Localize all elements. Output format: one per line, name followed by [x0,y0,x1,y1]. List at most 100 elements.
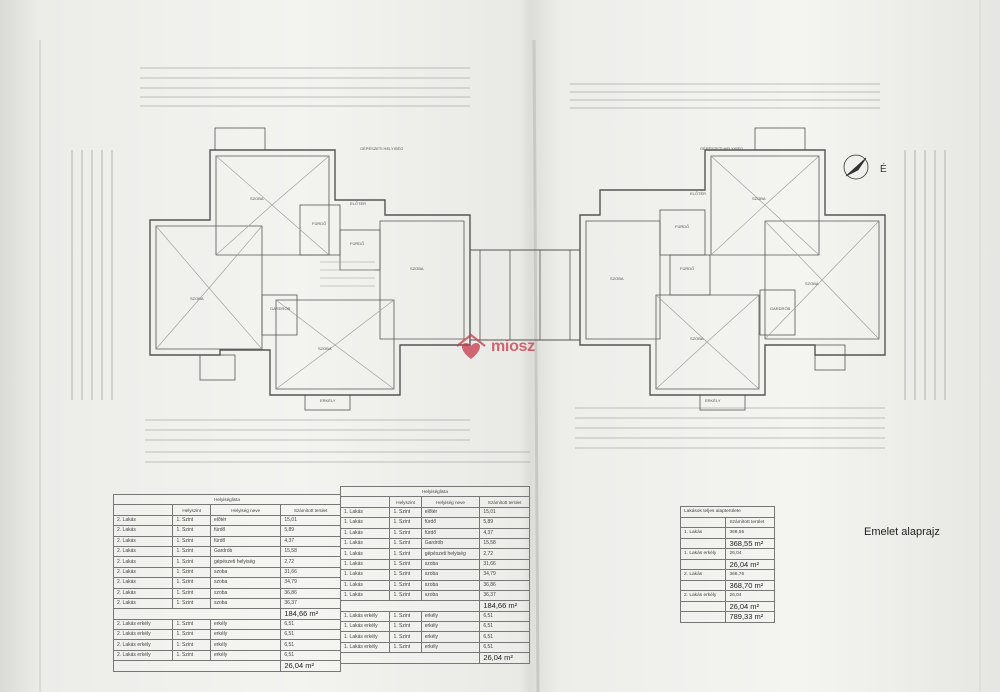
room-label: GARDRÓB [770,306,791,311]
table-cell [339,600,481,612]
table-cell [679,600,727,612]
table-cell: erkély [420,621,481,633]
table-cell: 1. Szint [172,566,211,579]
right-unit-roof-lines [655,155,880,390]
summary-row: 368,70 m² [679,579,775,591]
table-cell: 1. Szint [389,558,422,571]
table-cell: fürdő [209,525,282,537]
table-cell: 1. Lakás erkély [339,610,391,623]
table-cell: 368,55 m² [725,537,775,549]
table-cell: gépészeti helyiség [209,556,282,568]
table-cell: 2. Lakás erkély [112,618,174,631]
table-cell: 15,58 [280,545,341,558]
table-cell: 4,37 [479,527,530,539]
table-cell: 5,89 [479,517,530,529]
table-cell: erkély [209,618,282,631]
table-cell: 26,04 m² [479,652,530,664]
table-cell: 1. Lakás erkély [679,548,727,560]
table-cell: 36,37 [479,589,530,602]
table-cell: 1. Lakás [339,579,391,591]
table-cell: 26,04 m² [725,600,775,612]
table-cell: 1. Lakás erkély [339,641,391,654]
table-cell: 15,01 [280,514,341,527]
table-cell: szoba [420,558,481,571]
table-cell: 2. Lakás [679,569,727,581]
table-cell: 34,79 [280,577,341,589]
table-cell [112,660,282,672]
table-cell: fürdő [420,517,481,529]
table-cell: 2. Lakás [112,577,174,589]
table-cell: 6,51 [280,639,341,651]
table-cell: 5,89 [280,525,341,537]
table-cell: 1. Szint [389,621,422,633]
table-cell: előtér [209,514,282,527]
subtotal-row: 184,66 m² [112,608,341,620]
table-cell: szoba [209,587,282,599]
room-label: ERKÉLY [320,398,336,403]
table-cell: 1. Szint [172,514,211,527]
table-cell: 34,79 [479,569,530,581]
table-cell: Helyszint [389,496,422,508]
table-cell: 1. Lakás [339,527,391,539]
summary-row: 368,55 m² [679,537,775,549]
table-cell: 1. Lakás [339,548,391,560]
table-cell: Helyszint [172,504,211,516]
dimension-lines-bottom [145,407,885,463]
balcony-total-row: 26,04 m² [112,660,341,672]
table-cell: 1. Szint [172,525,211,537]
table-cell: 2. Lakás [112,587,174,599]
connecting-walls [470,249,580,341]
table-cell: 4,37 [280,535,341,547]
room-label: SZOBA [610,276,624,281]
table-cell: 1. Lakás [339,589,391,602]
table-cell: 1. Szint [172,587,211,599]
balcony-total-row: 26,04 m² [339,652,530,664]
dimension-lines-sides [71,150,946,400]
table-cell [112,504,174,516]
table-cell: szoba [209,597,282,610]
table-cell: 2. Lakás [112,597,174,610]
table-cell [679,516,727,528]
table-cell: 1. Lakás erkély [339,631,391,643]
table-cell: 1. Szint [389,579,422,591]
table-cell [339,496,391,508]
summary-row: 26,04 m² [679,558,775,570]
table-cell: 1. Lakás [339,517,391,529]
table-cell: szoba [420,589,481,602]
table-cell: 26,04 [725,548,775,560]
room-label: GARDRÓB [270,306,291,311]
table-cell: 1. Szint [389,641,422,654]
table-cell: Gardrób [209,545,282,558]
table-cell: 2. Lakás erkély [112,629,174,641]
table-cell: 26,04 [725,590,775,602]
table-cell: 2. Lakás [112,545,174,558]
table-cell [679,558,727,570]
logo-text: miosz [491,338,535,355]
table-title-row: Helyiséglista [113,493,341,506]
table-cell: 1. Szint [172,535,211,547]
table-cell: 2. Lakás [112,535,174,547]
table-cell: gépészeti helyiség [420,548,481,560]
summary-title-row: Lakások teljes alapterülete [680,506,775,518]
table-cell: 2. Lakás [112,566,174,579]
room-label: FÜRDŐ [312,221,326,226]
room-label: GÉPÉSZETI HELYISÉG [700,146,743,151]
table-cell: Helyiség neve [209,504,282,516]
table-cell: 1. Szint [172,629,211,641]
table-cell: 1. Lakás [339,537,391,550]
table-cell: 6,51 [479,641,530,654]
